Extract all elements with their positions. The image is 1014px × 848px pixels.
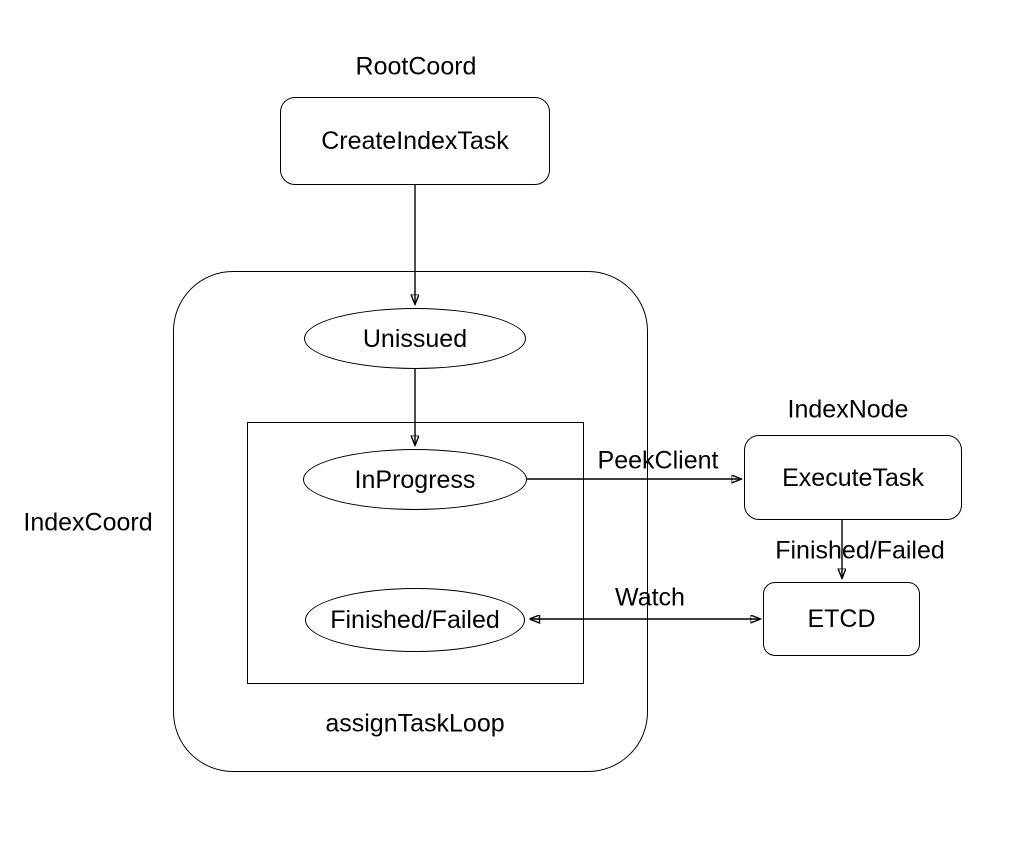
node-etcd-label: ETCD [807, 605, 876, 633]
assign-task-loop-label: assignTaskLoop [325, 709, 505, 738]
node-execute-task: ExecuteTask [744, 435, 962, 520]
node-in-progress: InProgress [303, 449, 527, 510]
node-unissued: Unissued [304, 308, 526, 369]
node-etcd: ETCD [763, 582, 920, 656]
node-finished-failed: Finished/Failed [305, 588, 525, 652]
node-in-progress-label: InProgress [354, 465, 476, 494]
edge-label-watch: Watch [615, 583, 685, 612]
node-create-index-task-label: CreateIndexTask [321, 127, 509, 155]
node-execute-task-label: ExecuteTask [782, 463, 924, 492]
index-coord-container [173, 271, 648, 772]
index-coord-label: IndexCoord [23, 508, 153, 537]
index-node-label: IndexNode [787, 395, 909, 424]
node-finished-failed-label: Finished/Failed [330, 606, 500, 634]
edge-label-peek-client: PeekClient [597, 446, 719, 475]
edge-label-finished-failed: Finished/Failed [775, 536, 945, 565]
node-unissued-label: Unissued [362, 324, 468, 353]
node-create-index-task: CreateIndexTask [280, 97, 550, 185]
root-coord-label: RootCoord [355, 52, 477, 81]
